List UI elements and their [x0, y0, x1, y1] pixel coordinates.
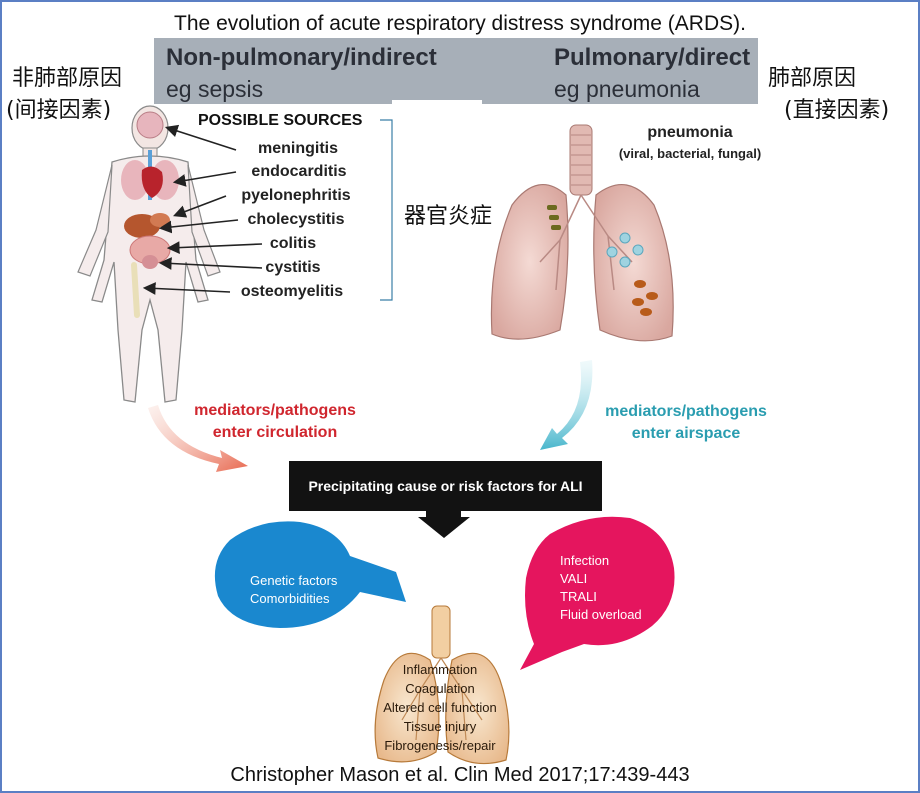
pneumonia-subtitle: (viral, bacterial, fungal) — [618, 146, 762, 161]
human-body-icon — [77, 105, 221, 403]
right-banner-example: eg pneumonia — [554, 76, 700, 102]
source-item: pyelonephritis — [241, 187, 351, 204]
pink-bubble-item: Fluid overload — [560, 607, 642, 622]
citation: Christopher Mason et al. Clin Med 2017;1… — [230, 764, 690, 786]
mediators-airspace-line2: enter airspace — [631, 425, 741, 442]
cjk-right-line2: (直接因素) — [784, 98, 890, 123]
pneumonia-title: pneumonia — [647, 124, 733, 141]
mediators-airspace-line1: mediators/pathogens — [605, 403, 767, 420]
mediators-circulation: mediators/pathogens enter circulation — [180, 400, 370, 444]
cjk-left-line2: (间接因素) — [6, 98, 112, 123]
blue-bubble-text: Genetic factors Comorbidities — [250, 572, 337, 608]
lung-effect-item: Inflammation — [402, 662, 478, 677]
source-item: osteomyelitis — [240, 283, 344, 300]
cjk-left-line1: 非肺部原因 — [12, 66, 123, 91]
lung-effect-item: Altered cell function — [383, 700, 497, 715]
source-item: meningitis — [257, 140, 338, 157]
source-item: endocarditis — [251, 163, 347, 180]
pink-bubble-text: Infection VALI TRALI Fluid overload — [560, 552, 642, 624]
source-arrows — [142, 124, 263, 295]
lung-effects-list: Inflammation Coagulation Altered cell fu… — [360, 660, 520, 755]
mediators-circulation-line1: mediators/pathogens — [194, 402, 356, 419]
blue-bubble — [214, 521, 406, 628]
source-item: cystitis — [265, 259, 321, 276]
lung-effect-item: Fibrogenesis/repair — [384, 738, 496, 753]
pink-bubble-item: Infection — [560, 553, 610, 568]
blue-bubble-item: Genetic factors — [250, 573, 338, 588]
pink-bubble — [520, 516, 675, 670]
sources-bracket — [380, 119, 393, 301]
pink-bubble-item: TRALI — [560, 589, 597, 604]
cjk-right-line1: 肺部原因 — [768, 66, 857, 91]
left-banner-heading: Non-pulmonary/indirect — [166, 44, 437, 71]
pink-bubble-item: VALI — [560, 571, 588, 586]
arrow-icon — [148, 360, 593, 538]
header-banner — [154, 38, 758, 104]
left-banner-example: eg sepsis — [166, 76, 264, 102]
lung-effect-item: Coagulation — [405, 681, 475, 696]
mediators-airspace: mediators/pathogens enter airspace — [584, 401, 788, 445]
sources-heading: POSSIBLE SOURCES — [198, 112, 363, 129]
lungs-injured-icon — [374, 605, 510, 765]
lungs-pneumonia-icon — [490, 124, 674, 342]
cjk-organ-inflammation: 器官炎症 — [404, 204, 493, 229]
blue-bubble-item: Comorbidities — [250, 591, 330, 606]
mediators-circulation-line2: enter circulation — [212, 424, 338, 441]
banner-notch — [392, 100, 482, 107]
right-banner-heading: Pulmonary/direct — [554, 44, 751, 71]
precipitating-cause-box: Precipitating cause or risk factors for … — [289, 461, 602, 511]
source-item: cholecystitis — [247, 211, 345, 228]
source-item: colitis — [269, 235, 317, 252]
lung-effect-item: Tissue injury — [403, 719, 477, 734]
diagram-title: The evolution of acute respiratory distr… — [174, 12, 746, 35]
